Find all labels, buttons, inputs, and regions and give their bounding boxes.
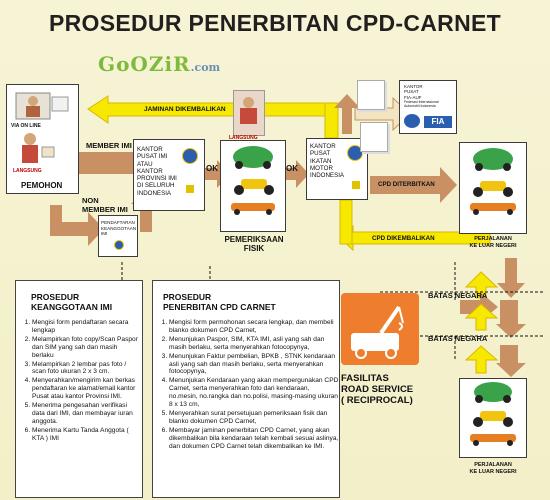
- keanggotaan-steps: Mengisi form pendaftaran secara lengkap …: [22, 319, 140, 444]
- perjalanan-top-box: [459, 142, 527, 234]
- arrow-ok-2: [284, 160, 309, 188]
- langsung-center-illustration: [233, 90, 265, 136]
- watermark: GoOZiR.com: [98, 52, 221, 76]
- fia-line1: KANTOR: [404, 84, 423, 89]
- arrow-non-member: [50, 205, 104, 246]
- carnet-steps: Mengisi form permohonan secara lengkap, …: [159, 319, 339, 452]
- ok-label-2: OK: [286, 164, 298, 173]
- pemeriksaan-fisik-label: PEMERIKSAAN FISIK: [224, 235, 284, 253]
- cpd-dikembalikan-label: CPD DIKEMBALIKAN: [372, 235, 435, 242]
- keanggotaan-panel-title: PROSEDUR KEANGGOTAAN IMI: [31, 292, 113, 312]
- fia-line4: Federasi Internasional Automobil Indones…: [404, 100, 439, 108]
- fia-globe-icon: [404, 114, 420, 128]
- non-member-imi-label: NON MEMBER IMI: [82, 196, 128, 214]
- carnet-step: Menunjukan Paspor, SIM, KTA IMI, asli ya…: [169, 336, 339, 352]
- carnet-panel: PROSEDUR PENERBITAN CPD CARNET Mengisi f…: [152, 280, 340, 498]
- vehicles-illustration-bottom: [470, 382, 516, 446]
- fia-line3: FIA-AUF: [404, 95, 422, 100]
- imi-logo-icon: [182, 148, 198, 164]
- arrow-down-top: [497, 258, 525, 298]
- page-title: PROSEDUR PENERBITAN CPD-CARNET: [49, 10, 501, 36]
- perjalanan-bottom-label: PERJALANAN KE LUAR NEGERI: [469, 462, 517, 475]
- kantor-imi-label: KANTOR PUSAT IMI ATAU KANTOR PROVINSI IM…: [137, 146, 177, 197]
- applicant-box: VIA ON LINE LANGSUNG PEMOHON: [6, 84, 79, 194]
- keanggotaan-step: Melampirkan 2 lembar pas foto / scan fot…: [32, 361, 140, 377]
- carnet-step: Menyerahkan surat persetujuan pemeriksaa…: [169, 410, 339, 426]
- keanggotaan-step: Menerima pengesahan verifikasi data dari…: [32, 402, 140, 426]
- imi-logo-icon-3: [114, 240, 124, 250]
- pendaftaran-box: PENDAFTARAN KEANGGOTAAN IMI: [98, 215, 138, 257]
- perjalanan-bottom-box: [459, 378, 527, 458]
- arrow-batas-2: [496, 345, 526, 377]
- imi-small-icon: [186, 185, 194, 193]
- keanggotaan-step: Menerima Kartu Tanda Anggota ( KTA ) IMI: [32, 427, 140, 443]
- pemohon-label: PEMOHON: [21, 181, 63, 190]
- batas-negara-label-2: BATAS NEGARA: [428, 334, 488, 343]
- document-icon-2: [360, 122, 388, 152]
- kantor-pusat-motor-box: KANTOR PUSAT IKATAN MOTOR INDONESIA: [306, 138, 368, 200]
- via-online-label: VIA ON LINE: [11, 123, 41, 129]
- arrow-ok-1: [205, 160, 230, 188]
- pendaftaran-label: PENDAFTARAN KEANGGOTAAN IMI: [101, 220, 137, 237]
- carnet-step: Mengisi form permohonan secara lengkap, …: [169, 319, 339, 335]
- kantor-imi-box: KANTOR PUSAT IMI ATAU KANTOR PROVINSI IM…: [133, 139, 205, 211]
- langsung-center-label: LANGSUNG: [229, 135, 258, 141]
- carnet-step: Membayar jaminan penerbitan CPD Carnet, …: [169, 427, 339, 451]
- jaminan-dikembalikan-label: JAMINAN DIKEMBALIKAN: [144, 106, 226, 113]
- kantor-pusat-motor-label: KANTOR PUSAT IKATAN MOTOR INDONESIA: [310, 143, 345, 180]
- fia-line2: PUSAT: [404, 89, 419, 94]
- applicant-illustration: [15, 92, 69, 163]
- keanggotaan-step: Mengisi form pendaftaran secara lengkap: [32, 319, 140, 335]
- arrow-cpd-diterbitkan: [370, 167, 457, 203]
- keanggotaan-step: Menyerahkan/mengirim kan berkas pendafta…: [32, 377, 140, 401]
- ok-label-1: OK: [206, 164, 218, 173]
- batas-negara-label-1: BATAS NEGARA: [428, 291, 488, 300]
- perjalanan-top-label: PERJALANAN KE LUAR NEGERI: [469, 236, 517, 249]
- document-icon-1: [357, 80, 385, 110]
- carnet-step: Menunjukan Kendaraan yang akan mempergun…: [169, 377, 339, 409]
- member-imi-label: MEMBER IMI: [86, 141, 132, 150]
- vehicles-illustration-top: [470, 148, 516, 215]
- fia-box: KANTOR PUSAT FIA-AUF Federasi Internasio…: [399, 80, 457, 134]
- carnet-step: Menunjukan Faktur pembelian, BPKB , STNK…: [169, 353, 339, 377]
- road-service-icon: [341, 293, 419, 365]
- pemeriksaan-fisik-box: [220, 140, 286, 232]
- carnet-panel-title: PROSEDUR PENERBITAN CPD CARNET: [163, 292, 276, 312]
- imi-logo-icon-2: [347, 145, 363, 161]
- imi-small-icon-2: [352, 181, 360, 189]
- keanggotaan-step: Melampirkan foto copy/Scan Paspor dan SI…: [32, 336, 140, 360]
- cpd-diterbitkan-label: CPD DITERBITKAN: [378, 181, 435, 188]
- vehicles-illustration: [231, 146, 275, 215]
- fasilitas-label: FASILITAS ROAD SERVICE ( RECIPROCAL): [341, 373, 414, 406]
- keanggotaan-panel: PROSEDUR KEANGGOTAAN IMI Mengisi form pe…: [15, 280, 143, 498]
- langsung-label: LANGSUNG: [13, 168, 42, 174]
- fia-logo-icon: FIA: [424, 116, 452, 128]
